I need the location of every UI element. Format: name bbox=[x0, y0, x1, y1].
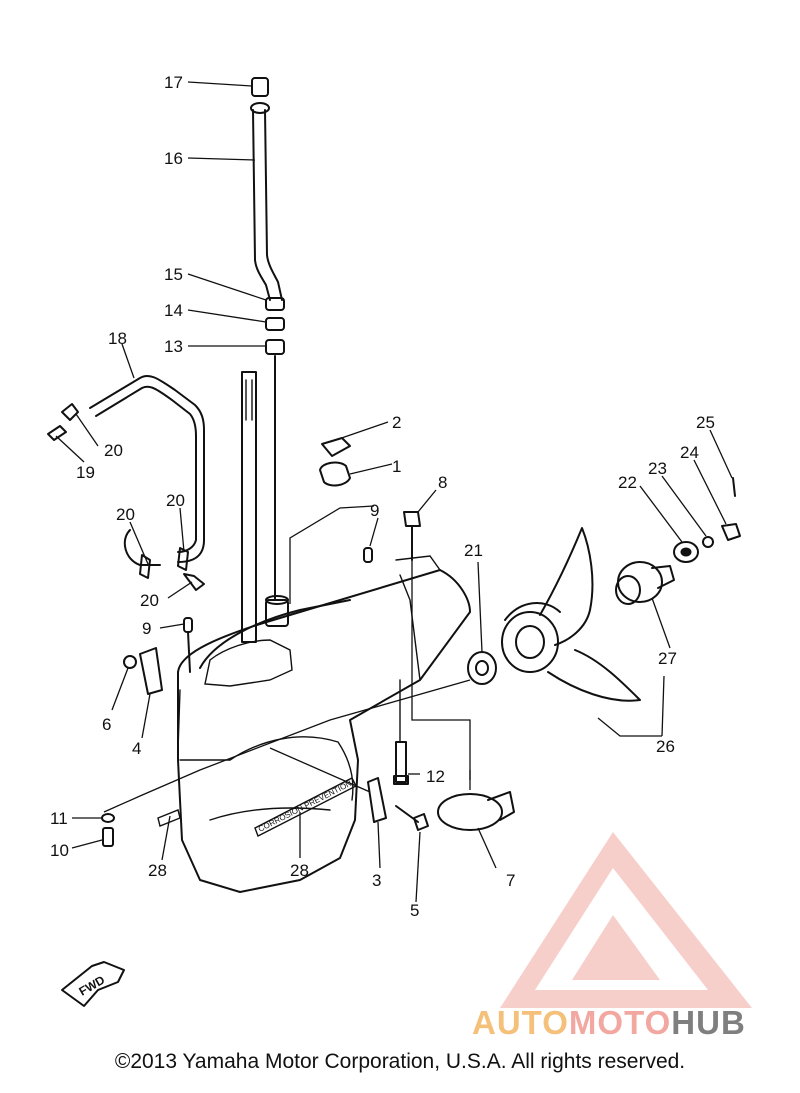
fwd-label: FWD bbox=[77, 973, 108, 999]
callout-20d: 20 bbox=[140, 591, 159, 610]
pipe-9 bbox=[183, 547, 373, 673]
callout-22: 22 bbox=[618, 473, 637, 492]
callout-17: 17 bbox=[164, 73, 183, 92]
plate-1 bbox=[319, 461, 351, 487]
plug-10 bbox=[102, 827, 114, 847]
callout-28a: 28 bbox=[148, 861, 167, 880]
leader-lines bbox=[55, 81, 733, 903]
grommet-17 bbox=[251, 77, 269, 97]
callout-20b: 20 bbox=[116, 505, 135, 524]
anode-3 bbox=[367, 777, 387, 823]
guide-13 bbox=[265, 339, 285, 355]
callout-6: 6 bbox=[102, 715, 111, 734]
callout-14: 14 bbox=[164, 301, 183, 320]
callout-25: 25 bbox=[696, 413, 715, 432]
propeller-26 bbox=[501, 527, 641, 702]
cover-4 bbox=[139, 647, 163, 695]
watermark-auto: AUTO bbox=[472, 1004, 569, 1041]
callout-18: 18 bbox=[108, 329, 127, 348]
watermark-moto: MOTO bbox=[568, 1004, 672, 1041]
callout-11: 11 bbox=[50, 809, 68, 828]
callout-20c: 20 bbox=[166, 491, 185, 510]
callout-9a: 9 bbox=[370, 501, 379, 520]
copyright-notice: ©2013 Yamaha Motor Corporation, U.S.A. A… bbox=[114, 1050, 686, 1073]
nut-24 bbox=[721, 523, 741, 541]
hose-18 bbox=[89, 374, 205, 563]
water-pump-housing bbox=[265, 595, 289, 627]
bolt-8 bbox=[403, 511, 421, 561]
forward-arrow: FWD bbox=[61, 961, 125, 1007]
watermark-hub: HUB bbox=[671, 1004, 746, 1041]
callout-3: 3 bbox=[372, 871, 381, 890]
seal-14 bbox=[265, 317, 285, 331]
hose-clamps bbox=[47, 403, 205, 591]
bolt-12 bbox=[393, 679, 409, 785]
lower-casing bbox=[177, 555, 471, 893]
callout-4: 4 bbox=[132, 739, 141, 758]
watermark-logo-mark bbox=[500, 832, 752, 1008]
callout-13: 13 bbox=[164, 337, 183, 356]
callout-21: 21 bbox=[464, 541, 483, 560]
decal-text: CORROSION PREVENTION bbox=[257, 779, 354, 834]
callout-12: 12 bbox=[426, 767, 445, 786]
callout-24: 24 bbox=[680, 443, 699, 462]
decal-28: CORROSION PREVENTION bbox=[157, 777, 357, 837]
callout-9b: 9 bbox=[142, 619, 151, 638]
callout-27: 27 bbox=[658, 649, 677, 668]
callout-20a: 20 bbox=[104, 441, 123, 460]
cotter-pin-25 bbox=[732, 477, 736, 497]
callout-7: 7 bbox=[506, 871, 515, 890]
water-tube bbox=[250, 77, 285, 601]
callout-8: 8 bbox=[438, 473, 447, 492]
thrust-washer-21 bbox=[467, 651, 497, 685]
callout-labels: 17 16 15 14 13 18 20 19 20 20 20 9 6 4 1… bbox=[50, 73, 715, 920]
plate-2 bbox=[321, 437, 351, 457]
trim-tab-7 bbox=[437, 791, 515, 831]
callout-2: 2 bbox=[392, 413, 401, 432]
callout-5: 5 bbox=[410, 901, 419, 920]
spacer-27 bbox=[615, 561, 675, 605]
callout-19: 19 bbox=[76, 463, 95, 482]
bolt-5 bbox=[395, 805, 429, 831]
washer-23 bbox=[702, 536, 714, 548]
callout-26: 26 bbox=[656, 737, 675, 756]
callout-15: 15 bbox=[164, 265, 183, 284]
gasket-11 bbox=[101, 813, 115, 823]
drive-shaft bbox=[241, 371, 257, 643]
callout-23: 23 bbox=[648, 459, 667, 478]
grommet-15 bbox=[265, 297, 285, 311]
washer-22 bbox=[673, 541, 699, 563]
watermark-wordmark: AUTOMOTOHUB bbox=[472, 1004, 746, 1042]
callout-1: 1 bbox=[392, 457, 401, 476]
callout-10: 10 bbox=[50, 841, 69, 860]
callout-28b: 28 bbox=[290, 861, 309, 880]
callout-16: 16 bbox=[164, 149, 183, 168]
nut-6 bbox=[123, 655, 137, 669]
